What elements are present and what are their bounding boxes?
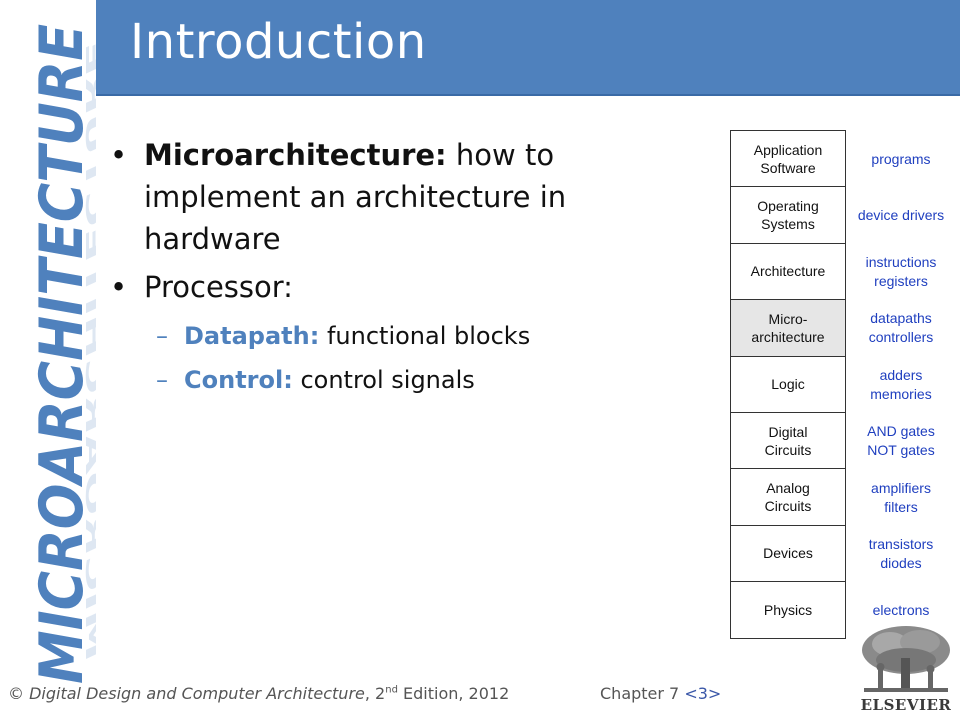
sidebar-title-text: MICROARCHITECTURE (27, 24, 96, 684)
subbullet-control: – Control: control signals (108, 358, 648, 402)
desc-digital-circuits: AND gates NOT gates (867, 423, 935, 459)
subbullet-dash: – (156, 366, 168, 394)
layer-analog-circuits: Analog Circuits (730, 468, 846, 526)
desc-devices: transistors diodes (868, 535, 934, 571)
layer-microarchitecture: Micro- architecture (730, 299, 846, 357)
footer-citation: © Digital Design and Computer Architectu… (8, 684, 509, 703)
logo-wordmark: ELSEVIER (860, 696, 952, 714)
desc-operating-systems: device drivers (857, 207, 945, 224)
subbullet-term: Datapath: (184, 322, 320, 350)
layer-operating-systems: Operating Systems (730, 186, 846, 244)
layer-application-software: Application Software (730, 130, 846, 188)
footer-edition-sup: nd (385, 684, 398, 696)
layer-physics: Physics (730, 581, 846, 639)
page-number: <3> (684, 684, 722, 703)
abstraction-descriptions: programs device drivers instructions reg… (846, 131, 956, 639)
desc-application-software: programs (871, 150, 931, 167)
sidebar-title-reflection: MICROARCHITECTURE (81, 40, 96, 660)
chapter-label: Chapter 7 (600, 684, 685, 703)
layer-devices: Devices (730, 524, 846, 583)
footer-copyright: © (8, 684, 30, 703)
subbullet-datapath: – Datapath: functional blocks (108, 314, 648, 358)
desc-analog-circuits: amplifiers filters (871, 479, 931, 515)
slide-title: Introduction (130, 14, 427, 70)
elsevier-logo: ELSEVIER (854, 622, 958, 716)
bullet-dot: • (110, 270, 128, 304)
slide-content: • Microarchitecture: how to implement an… (108, 134, 648, 402)
bullet-microarchitecture: • Microarchitecture: how to implement an… (108, 134, 648, 260)
abstraction-stack: Application Software Operating Systems A… (730, 130, 846, 639)
bullet-dot: • (110, 138, 128, 172)
desc-microarchitecture: datapaths controllers (868, 310, 934, 346)
subbullet-text: functional blocks (326, 322, 531, 350)
sidebar-title: MICROARCHITECTURE MICROARCHITECTURE (0, 0, 96, 690)
footer-chapter: Chapter 7 <3> (600, 684, 721, 703)
footer-edition-post: Edition, 2012 (397, 684, 510, 703)
subbullet-term: Control: (184, 366, 293, 394)
desc-logic: adders memories (870, 366, 932, 402)
layer-logic: Logic (730, 355, 846, 413)
desc-architecture: instructions registers (865, 253, 937, 289)
bullet-processor: • Processor: (108, 266, 648, 308)
footer-edition-pre: , 2 (364, 684, 386, 703)
layer-digital-circuits: Digital Circuits (730, 411, 846, 470)
subbullet-dash: – (156, 322, 168, 350)
bullet-text: how to implement an architecture in hard… (144, 138, 567, 256)
footer-book-title: Digital Design and Computer Architecture (29, 684, 365, 703)
subbullet-text: control signals (300, 366, 475, 394)
bullet-term: Microarchitecture: (144, 138, 447, 172)
bullet-text: Processor: (144, 270, 293, 304)
slide-header: Introduction (96, 0, 960, 96)
tree-icon (862, 626, 950, 692)
desc-physics: electrons (872, 601, 930, 618)
layer-architecture: Architecture (730, 242, 846, 301)
